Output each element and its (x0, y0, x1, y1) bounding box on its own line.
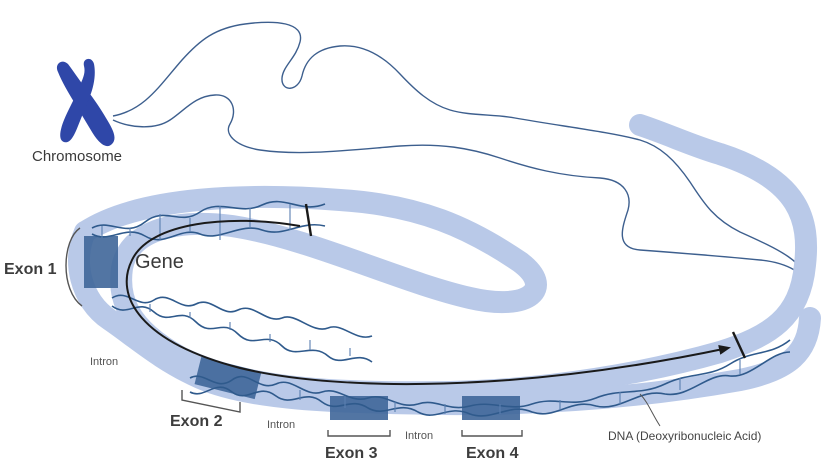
chromatin-thread-loop (112, 94, 809, 286)
dna-leader-line (639, 393, 661, 427)
exon-3-bracket (327, 430, 391, 437)
dna-helix-strand-b (91, 224, 791, 417)
gene-label: Gene (135, 251, 184, 273)
dna-helix-strand-a (91, 200, 791, 409)
chromosome-label: Chromosome (32, 148, 123, 165)
exon-2-block (194, 356, 262, 400)
gene-arrow-icon (125, 219, 731, 386)
exon-2-bracket (181, 390, 241, 413)
dna-band-lower-extension (68, 221, 821, 416)
exon-1-bracket (65, 227, 83, 307)
dna-base-pair-rungs (101, 204, 741, 414)
exon-3-label: Exon 3 (325, 445, 378, 462)
exon-2-label: Exon 2 (170, 413, 223, 430)
exon-1-block (84, 236, 118, 288)
exon-4-label: Exon 4 (466, 445, 519, 462)
intron-2-label: Intron (267, 419, 296, 431)
exon-4-bracket (461, 430, 523, 437)
chromosome-icon (56, 58, 115, 147)
intron-1-label: Intron (90, 356, 119, 368)
chromatin-thread (112, 21, 809, 286)
exon-1-label: Exon 1 (4, 261, 57, 278)
exon-3-block (330, 396, 388, 420)
exon-4-block (462, 396, 520, 420)
gene-start-tick (304, 203, 313, 237)
dna-label: DNA (Deoxyribonucleic Acid) (608, 429, 762, 443)
dna-band (74, 114, 818, 404)
intron-3-label: Intron (405, 430, 434, 442)
gene-end-tick (731, 331, 747, 359)
